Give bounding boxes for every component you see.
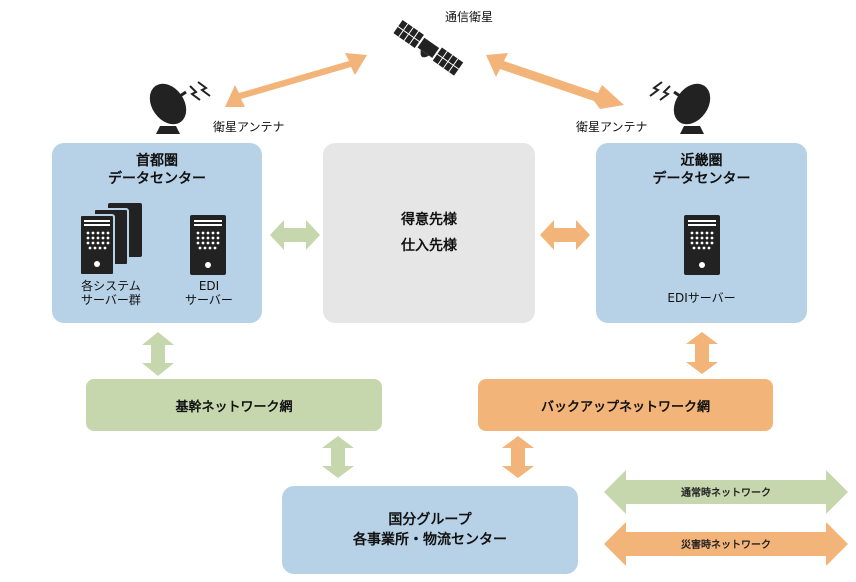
arrow-tokyo-partners xyxy=(270,220,320,250)
group-box: 国分グループ 各事業所・物流センター xyxy=(282,486,578,574)
datacenter-kinki: 近畿圏 データセンター EDIサーバー xyxy=(596,143,807,323)
antenna-right-label: 衛星アンテナ xyxy=(576,120,648,134)
satellite-icon xyxy=(393,20,464,76)
satellite-arrow-left xyxy=(225,53,367,107)
backup-network-label: バックアップネットワーク網 xyxy=(540,399,710,415)
legend-disaster-arrow xyxy=(604,522,848,566)
arrow-tokyo-core xyxy=(142,332,174,376)
core-network-box: 基幹ネットワーク網 xyxy=(86,379,382,431)
edi-server-icon xyxy=(190,215,226,275)
kinki-edi-server-label: EDIサーバー xyxy=(667,291,736,305)
satellite-arrow-right xyxy=(486,53,624,109)
antenna-left-label: 衛星アンテナ xyxy=(213,120,285,134)
arrow-kinki-backup xyxy=(686,332,718,374)
satellite-antenna-right-icon xyxy=(649,81,711,134)
edi-server-label: EDI サーバー xyxy=(185,279,233,307)
partners-line1: 得意先様 xyxy=(401,212,457,228)
legend-normal-arrow xyxy=(604,470,848,514)
legend-normal-label: 通常時ネットワーク xyxy=(681,488,771,499)
satellite-label: 通信衛星 xyxy=(445,10,494,24)
legend-disaster-label: 災害時ネットワーク xyxy=(681,540,771,551)
backup-network-box: バックアップネットワーク網 xyxy=(478,379,773,431)
arrow-core-group xyxy=(322,436,354,478)
group-line2: 各事業所・物流センター xyxy=(353,532,507,548)
edi-server-icon xyxy=(684,215,720,275)
datacenter-tokyo-title: 首都圏 データセンター xyxy=(108,153,206,187)
arrow-partners-kinki xyxy=(540,220,590,250)
group-line1: 国分グループ xyxy=(388,512,472,528)
datacenter-tokyo: 首都圏 データセンター 各システム サーバー群 xyxy=(52,143,262,323)
server-group-label: 各システム サーバー群 xyxy=(81,279,141,307)
satellite-antenna-left-icon xyxy=(149,81,211,134)
core-network-label: 基幹ネットワーク網 xyxy=(175,399,293,415)
arrow-backup-group xyxy=(502,436,534,478)
server-rack-group-icon xyxy=(79,203,142,276)
partners-box: 得意先様 仕入先様 xyxy=(323,143,535,323)
datacenter-kinki-title: 近畿圏 データセンター xyxy=(652,153,751,187)
partners-line2: 仕入先様 xyxy=(401,238,457,254)
